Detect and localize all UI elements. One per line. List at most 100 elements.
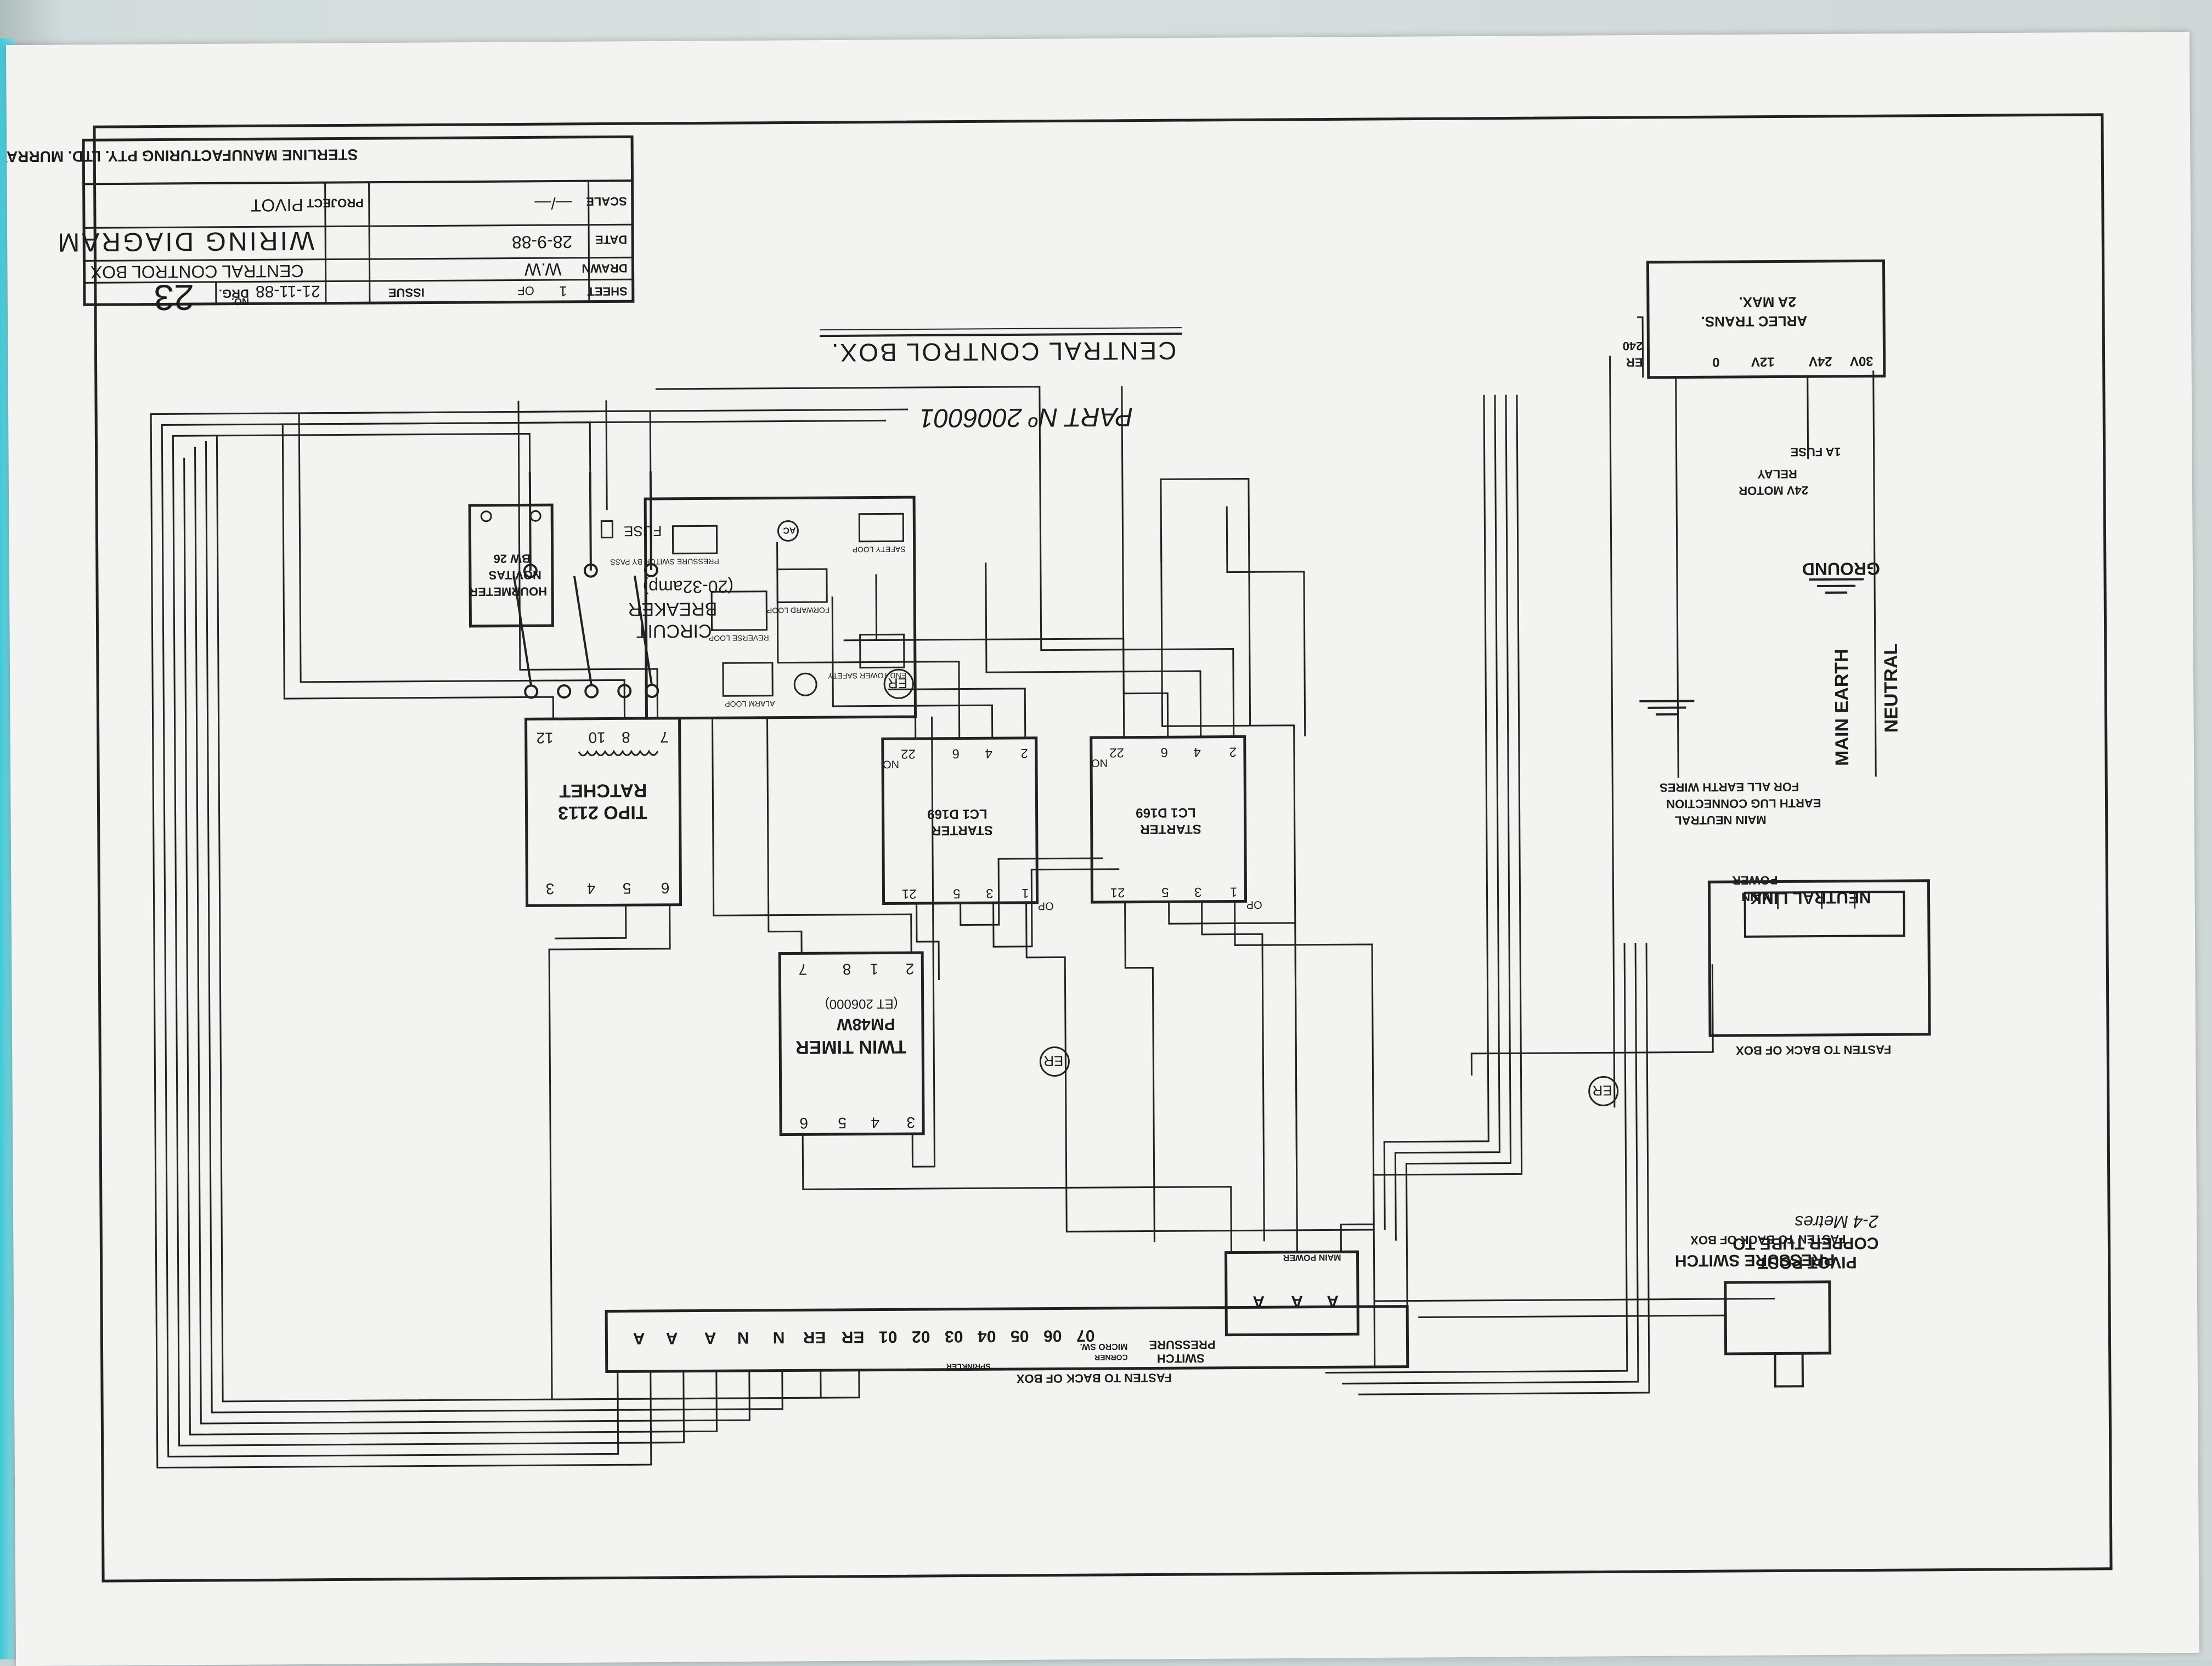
tap-30v: 30V [1850, 353, 1874, 368]
earth-lug-symbol [1639, 701, 1694, 714]
starter-2-pin-5: 5 [953, 886, 961, 901]
sheet-value: 1 [559, 283, 567, 300]
wire-run-48 [1471, 964, 1713, 1076]
timer-label-2: PM48W [836, 1015, 895, 1033]
scale-label: SCALE [586, 194, 627, 208]
fuse-symbol [601, 521, 612, 537]
wire-run-47 [1610, 356, 1615, 1107]
tap-0: 0 [1712, 354, 1720, 369]
date-label: DATE [595, 233, 627, 246]
scale-value: —/— [534, 194, 572, 212]
timer-label-3: (ET 206000) [825, 996, 898, 1011]
wire-run-21 [888, 689, 1025, 739]
wire-run-17 [656, 386, 1234, 740]
circuit-breaker-label-3: (20-32amp) [643, 577, 734, 597]
tap-er: ER [1626, 356, 1643, 369]
wire-run-28 [1125, 902, 1155, 1242]
starter-2-op: OP [1038, 900, 1054, 912]
part-number: PART Nº 2006001 [919, 402, 1133, 432]
motor-relay-label-2: RELAY [1757, 467, 1797, 481]
terminal-1: A [633, 1329, 645, 1347]
ratchet-coil [579, 751, 658, 756]
pressure-switch [1725, 1282, 1830, 1354]
wire-run-49 [1418, 1315, 1725, 1317]
wire-run-25 [1235, 900, 1374, 1253]
starter-2-pin-4: 4 [985, 746, 992, 761]
timer-pin-8: 8 [843, 961, 851, 978]
project-label: PROJECT [306, 196, 364, 210]
wire-run-2 [151, 411, 657, 1468]
drawing-sheet: STERLINE MANUFACTURING PTY. LTD. MURRAY … [6, 32, 2199, 1666]
wire-run-29 [1026, 900, 1374, 1232]
copper-tube-label-1: 2-4 Metres [1795, 1212, 1879, 1232]
circuit-breaker-label-1: CIRCUIT [636, 620, 712, 641]
issue-value: 21-11-88 [256, 282, 320, 301]
terminal-11: 04 [978, 1327, 996, 1345]
earth-lug-label-2: EARTH LUG CONNECTION [1666, 796, 1821, 811]
wire-run-36 [1369, 395, 1523, 1367]
copper-tube-label-2: COPPER TUBE TO [1733, 1234, 1878, 1253]
wire-run-27 [1169, 901, 1297, 1253]
issue-label: ISSUE [388, 286, 425, 300]
er-marker-2-label: ER [1043, 1052, 1063, 1069]
hourmeter-terminal-2 [481, 511, 491, 521]
timer-pin-1: 1 [870, 961, 879, 978]
terminal-9: 02 [912, 1327, 930, 1346]
starter-1-op: OP [1246, 898, 1262, 910]
main-earth-label: MAIN EARTH [1831, 649, 1853, 766]
fuse-wire [606, 401, 607, 510]
starter-1-no: NO [1091, 757, 1108, 769]
hourmeter-label-2: NOVITAS [489, 568, 541, 582]
ratchet-pin-6: 6 [661, 880, 670, 897]
transformer-label-2: 2A MAX. [1739, 294, 1796, 311]
ratchet-pin-4: 4 [587, 880, 596, 897]
relay-label-6: ALARM LOOP [725, 700, 775, 709]
wire-run-33 [1227, 506, 1305, 737]
relay-label-3: PRESSURE SWITCH BY PASS [610, 557, 719, 566]
ratchet-pin-3: 3 [546, 880, 555, 897]
terminal-note-sprinkler: SPRINKLER [946, 1362, 991, 1371]
drawing-number: 23 [154, 277, 194, 318]
pressure-switch-port [1775, 1353, 1803, 1386]
ratchet-pin-10: 10 [588, 729, 605, 746]
terminal-2: A [666, 1329, 678, 1347]
terminal-3: A [704, 1329, 716, 1347]
main-heading: CENTRAL CONTROL BOX. [830, 336, 1177, 367]
terminal-6: ER [803, 1328, 826, 1346]
starter-2-no: NO [883, 758, 899, 770]
wire-run-39 [1380, 395, 1489, 1230]
terminal-strip-labels: A A A N N ER ER 01 02 03 04 05 06 07 [633, 1326, 1095, 1347]
subject: CENTRAL CONTROL BOX [91, 261, 304, 282]
starter-2-pin-3: 3 [986, 886, 994, 900]
tap-12v: 12V [1751, 354, 1775, 369]
wire-run-12 [555, 905, 626, 938]
terminal-12: 05 [1011, 1327, 1029, 1345]
ratchet-pin-8: 8 [622, 729, 630, 746]
hourmeter-label-1: HOURMETER [469, 584, 547, 599]
timer-pin-7: 7 [799, 961, 808, 978]
starter-2-label-1: STARTER [932, 823, 993, 838]
wiring-lines [150, 316, 1880, 1467]
ratchet-pin-7: 7 [660, 729, 669, 746]
drawing-title: WIRING DIAGRAM [55, 226, 314, 257]
timer-label-1: TWIN TIMER [795, 1036, 906, 1057]
main-neutral-label: MAIN NEUTRAL [1674, 813, 1767, 828]
starter-1-pin-2: 2 [1229, 745, 1237, 759]
main-power-pin-2: A [1291, 1292, 1303, 1310]
terminal-note-corner: CORNER [1094, 1353, 1128, 1362]
circuit-breaker-label-2: BREAKER [628, 598, 718, 620]
wire-run-15 [803, 1132, 1231, 1256]
relay-label-4: REVERSE LOOP [709, 634, 769, 643]
starter-1-pin-22: 22 [1109, 745, 1124, 760]
wire-run-24 [876, 574, 916, 739]
wire-run-30 [993, 869, 1120, 947]
fuse-1a-label: 1A FUSE [1790, 445, 1841, 459]
relay-ac-label: AC [783, 525, 796, 534]
ratchet-label-2: RATCHET [559, 780, 647, 801]
drawn-value: W.W [524, 260, 562, 279]
starter-1-label-2: LC1 D169 [1136, 805, 1196, 820]
starter-2-pin-21: 21 [902, 886, 917, 901]
starter-2-pin-2: 2 [1020, 746, 1028, 761]
terminal-4: N [737, 1329, 749, 1347]
title-block: STERLINE MANUFACTURING PTY. LTD. MURRAY … [6, 137, 633, 319]
